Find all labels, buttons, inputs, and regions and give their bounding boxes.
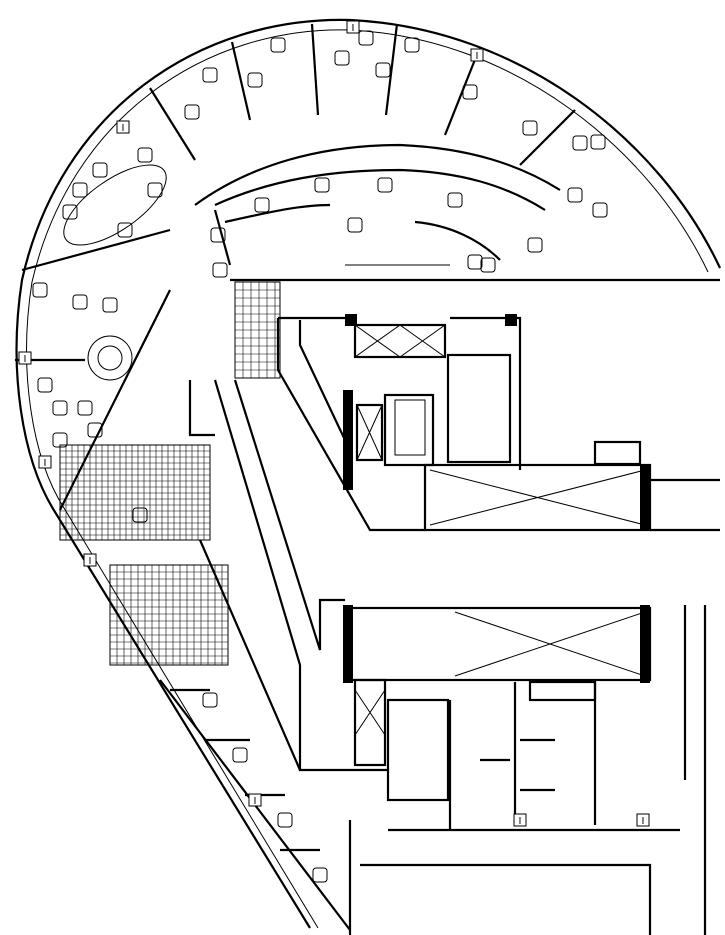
chair — [202, 67, 218, 83]
chair — [232, 747, 248, 763]
outer-curtain-wall-inner — [26, 29, 709, 929]
chair — [567, 187, 583, 203]
chair — [32, 282, 48, 298]
section-marker: I — [346, 20, 360, 34]
chair — [202, 692, 218, 708]
chair — [377, 177, 393, 193]
chair — [347, 217, 363, 233]
chair — [92, 162, 108, 178]
chair — [590, 134, 606, 150]
chair — [254, 197, 270, 213]
tiled-floor-areas — [59, 281, 281, 666]
corridor-walls — [159, 318, 720, 935]
chair — [375, 62, 391, 78]
chair — [277, 812, 293, 828]
section-marker: I — [248, 793, 262, 807]
chair — [117, 222, 133, 238]
section-marker-label: I — [352, 23, 355, 34]
chair — [462, 84, 478, 100]
chair — [467, 254, 483, 270]
chair — [147, 182, 163, 198]
section-marker: I — [470, 48, 484, 62]
chair — [314, 177, 330, 193]
chair — [358, 30, 374, 46]
tile-grid-1 — [109, 564, 229, 666]
chair — [592, 202, 608, 218]
chair — [102, 297, 118, 313]
tile-grid-0 — [234, 281, 281, 379]
chair — [87, 422, 103, 438]
chair — [334, 50, 350, 66]
section-marker: I — [83, 553, 97, 567]
section-marker-label: I — [476, 51, 479, 62]
chair — [527, 237, 543, 253]
section-marker-label: I — [89, 556, 92, 567]
chair — [184, 104, 200, 120]
office-partitions — [15, 23, 576, 511]
chair — [72, 294, 88, 310]
chair — [247, 72, 263, 88]
office-front-wall — [213, 203, 501, 266]
chair — [52, 400, 68, 416]
outer-curtain-wall — [15, 18, 721, 929]
section-marker: I — [116, 120, 130, 134]
chair — [52, 432, 68, 448]
chair — [137, 147, 153, 163]
chair — [210, 227, 226, 243]
section-marker-label: I — [44, 458, 47, 469]
furniture-chairs — [32, 30, 608, 883]
section-marker-label: I — [24, 354, 27, 365]
section-markers: I I I I I I I I I — [18, 20, 650, 827]
chair — [270, 37, 286, 53]
section-marker-label: I — [122, 123, 125, 134]
chair — [212, 262, 228, 278]
section-marker-label: I — [642, 816, 645, 827]
chair — [77, 400, 93, 416]
chair — [572, 135, 588, 151]
building-core — [278, 314, 680, 832]
chair — [37, 377, 53, 393]
tile-grid-2 — [59, 444, 211, 541]
chair — [62, 204, 78, 220]
reception-desk — [87, 335, 133, 381]
chair — [72, 182, 88, 198]
section-marker-label: I — [519, 816, 522, 827]
chair — [447, 192, 463, 208]
section-marker: I — [38, 455, 52, 469]
chair — [132, 507, 148, 523]
section-marker: I — [18, 351, 32, 365]
conference-table — [63, 164, 167, 246]
chair — [312, 867, 328, 883]
inner-ring-wall — [194, 143, 561, 206]
chair — [522, 120, 538, 136]
inner-ring-wall-2 — [214, 168, 546, 211]
section-marker: I — [636, 813, 650, 827]
section-marker-label: I — [254, 796, 257, 807]
chair — [404, 37, 420, 53]
section-marker: I — [513, 813, 527, 827]
chair — [480, 257, 496, 273]
